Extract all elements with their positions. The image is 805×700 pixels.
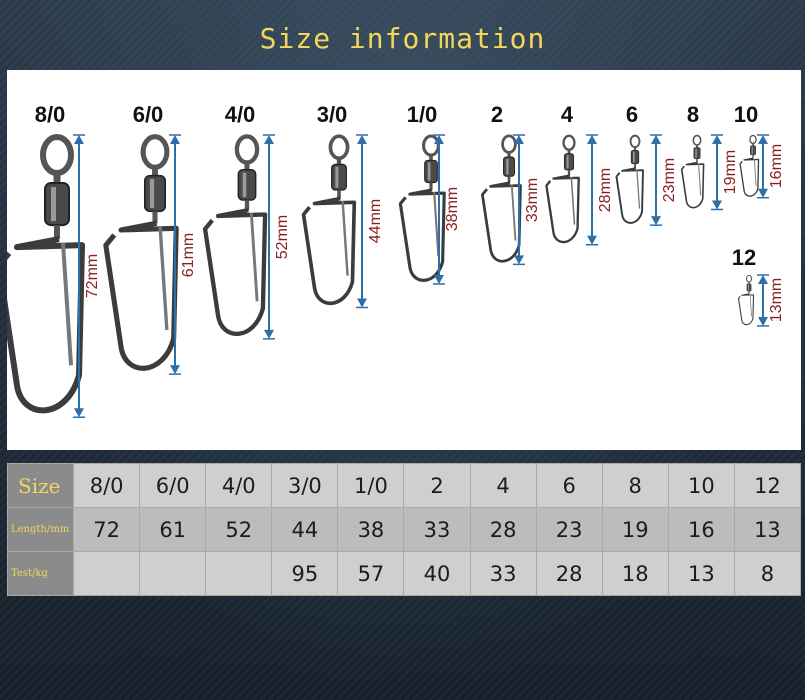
row-header-length: Length/mm <box>6 507 75 552</box>
snap-swivel-graphic <box>680 134 705 209</box>
measure-arrow-head-bottom <box>712 200 722 210</box>
snap-swivel-graphic <box>615 134 644 224</box>
length-cell: 28 <box>469 507 537 552</box>
test-cell: 95 <box>271 551 339 596</box>
test-cell <box>205 551 273 596</box>
length-cell: 23 <box>535 507 603 552</box>
snap-swivel-graphic <box>301 134 357 306</box>
measure-arrow-head-top <box>74 135 84 144</box>
measure-arrow-head-bottom <box>758 316 768 326</box>
snap-swivel-graphic <box>737 274 755 326</box>
swivel-size-label: 3/0 <box>316 102 348 127</box>
swivel-diagram <box>7 133 769 418</box>
measure-arrow-head-bottom <box>170 365 180 375</box>
length-cell: 52 <box>205 507 273 552</box>
size-cell: 2 <box>403 463 471 508</box>
test-cell: 13 <box>667 551 735 596</box>
swivel-length-label: 13mm <box>768 278 785 323</box>
measure-arrow-head-bottom <box>651 216 661 226</box>
test-cell: 40 <box>403 551 471 596</box>
measure-arrow-head-top <box>514 135 524 144</box>
length-cell: 38 <box>337 507 405 552</box>
test-cell: 18 <box>601 551 669 596</box>
row-header-size: Size <box>6 463 75 508</box>
measure-arrow-head-bottom <box>587 235 597 245</box>
size-cell: 4 <box>469 463 537 508</box>
measure-arrow-head-bottom <box>264 329 274 339</box>
test-cell: 28 <box>535 551 603 596</box>
measure-arrow-head-top <box>758 135 768 144</box>
size-cell: 3/0 <box>271 463 339 508</box>
swivel-length-label: 61mm <box>180 232 197 277</box>
size-row: Size 8/0 6/0 4/0 3/0 1/0 2 4 6 8 10 12 <box>6 463 802 508</box>
measure-arrow-head-top <box>651 135 661 144</box>
swivel-length-label: 72mm <box>84 253 101 299</box>
length-row: Length/mm 72 61 52 44 38 33 28 23 19 16 … <box>6 507 802 552</box>
swivel-length-label: 52mm <box>274 214 291 260</box>
swivel-length-label: 23mm <box>661 157 678 203</box>
test-cell <box>73 551 141 596</box>
swivel-length-label: 33mm <box>524 177 541 222</box>
snap-swivel-graphic <box>481 134 522 263</box>
size-cell: 1/0 <box>337 463 405 508</box>
snap-swivel-graphic <box>202 134 268 336</box>
swivel-size-label: 8 <box>686 102 700 127</box>
size-spec-table: Size 8/0 6/0 4/0 3/0 1/0 2 4 6 8 10 12 L… <box>6 463 802 596</box>
swivel-length-label: 44mm <box>367 199 384 244</box>
length-cell: 72 <box>73 507 141 552</box>
swivel-size-label: 10 <box>733 102 759 127</box>
measure-arrow-head-top <box>434 135 444 144</box>
length-cell: 19 <box>601 507 669 552</box>
snap-swivel-graphic <box>739 134 760 197</box>
length-cell: 44 <box>271 507 339 552</box>
measure-arrow-head-top <box>587 135 597 144</box>
measure-arrow-head-top <box>758 275 768 284</box>
swivel-length-label: 38mm <box>444 187 461 232</box>
measure-arrow-head-bottom <box>434 274 444 284</box>
swivel-size-label: 8/0 <box>34 102 66 127</box>
measure-arrow-head-top <box>712 135 722 144</box>
snap-swivel-graphic <box>545 134 580 244</box>
test-cell: 57 <box>337 551 405 596</box>
swivel-size-label: 4/0 <box>224 102 256 127</box>
snap-swivel-graphic <box>103 134 179 371</box>
length-cell: 61 <box>139 507 207 552</box>
length-cell: 16 <box>667 507 735 552</box>
measure-arrow-head-top <box>170 135 180 144</box>
row-header-test: Test/kg <box>6 551 75 596</box>
length-cell: 13 <box>733 507 802 552</box>
swivel-size-label: 2 <box>490 102 504 127</box>
test-cell: 33 <box>469 551 537 596</box>
measure-arrow-head-bottom <box>514 255 524 265</box>
test-cell: 8 <box>733 551 802 596</box>
length-cell: 33 <box>403 507 471 552</box>
swivel-size-label: 12 <box>731 245 757 270</box>
measure-arrow-head-bottom <box>758 188 768 198</box>
size-cell: 6/0 <box>139 463 207 508</box>
page-title: Size information <box>259 22 546 55</box>
measure-arrow-head-bottom <box>357 298 367 308</box>
snap-swivel-graphic <box>7 133 86 414</box>
swivel-length-label: 19mm <box>722 150 739 195</box>
measure-arrow-head-top <box>357 135 367 144</box>
size-cell: 6 <box>535 463 603 508</box>
measure-arrow-head-top <box>264 135 274 144</box>
snap-swivel-graphic <box>398 134 446 282</box>
swivel-size-label: 4 <box>560 102 574 127</box>
swivel-size-label: 6/0 <box>132 102 164 127</box>
swivel-size-label: 1/0 <box>406 102 438 127</box>
size-cell: 8/0 <box>73 463 141 508</box>
size-cell: 12 <box>733 463 802 508</box>
size-cell: 10 <box>667 463 735 508</box>
swivel-length-label: 16mm <box>768 144 785 189</box>
size-cell: 4/0 <box>205 463 273 508</box>
test-row: Test/kg 95 57 40 33 28 18 13 8 <box>6 551 802 596</box>
swivel-diagram-panel: 8/0 72mm 6/0 61mm 4/0 52mm 3/0 44mm 1/0 38mm 2 33mm… <box>7 70 801 450</box>
test-cell <box>139 551 207 596</box>
swivel-length-label: 28mm <box>597 167 614 213</box>
size-cell: 8 <box>601 463 669 508</box>
measure-arrow-head-bottom <box>74 408 84 418</box>
swivel-size-label: 6 <box>625 102 639 127</box>
